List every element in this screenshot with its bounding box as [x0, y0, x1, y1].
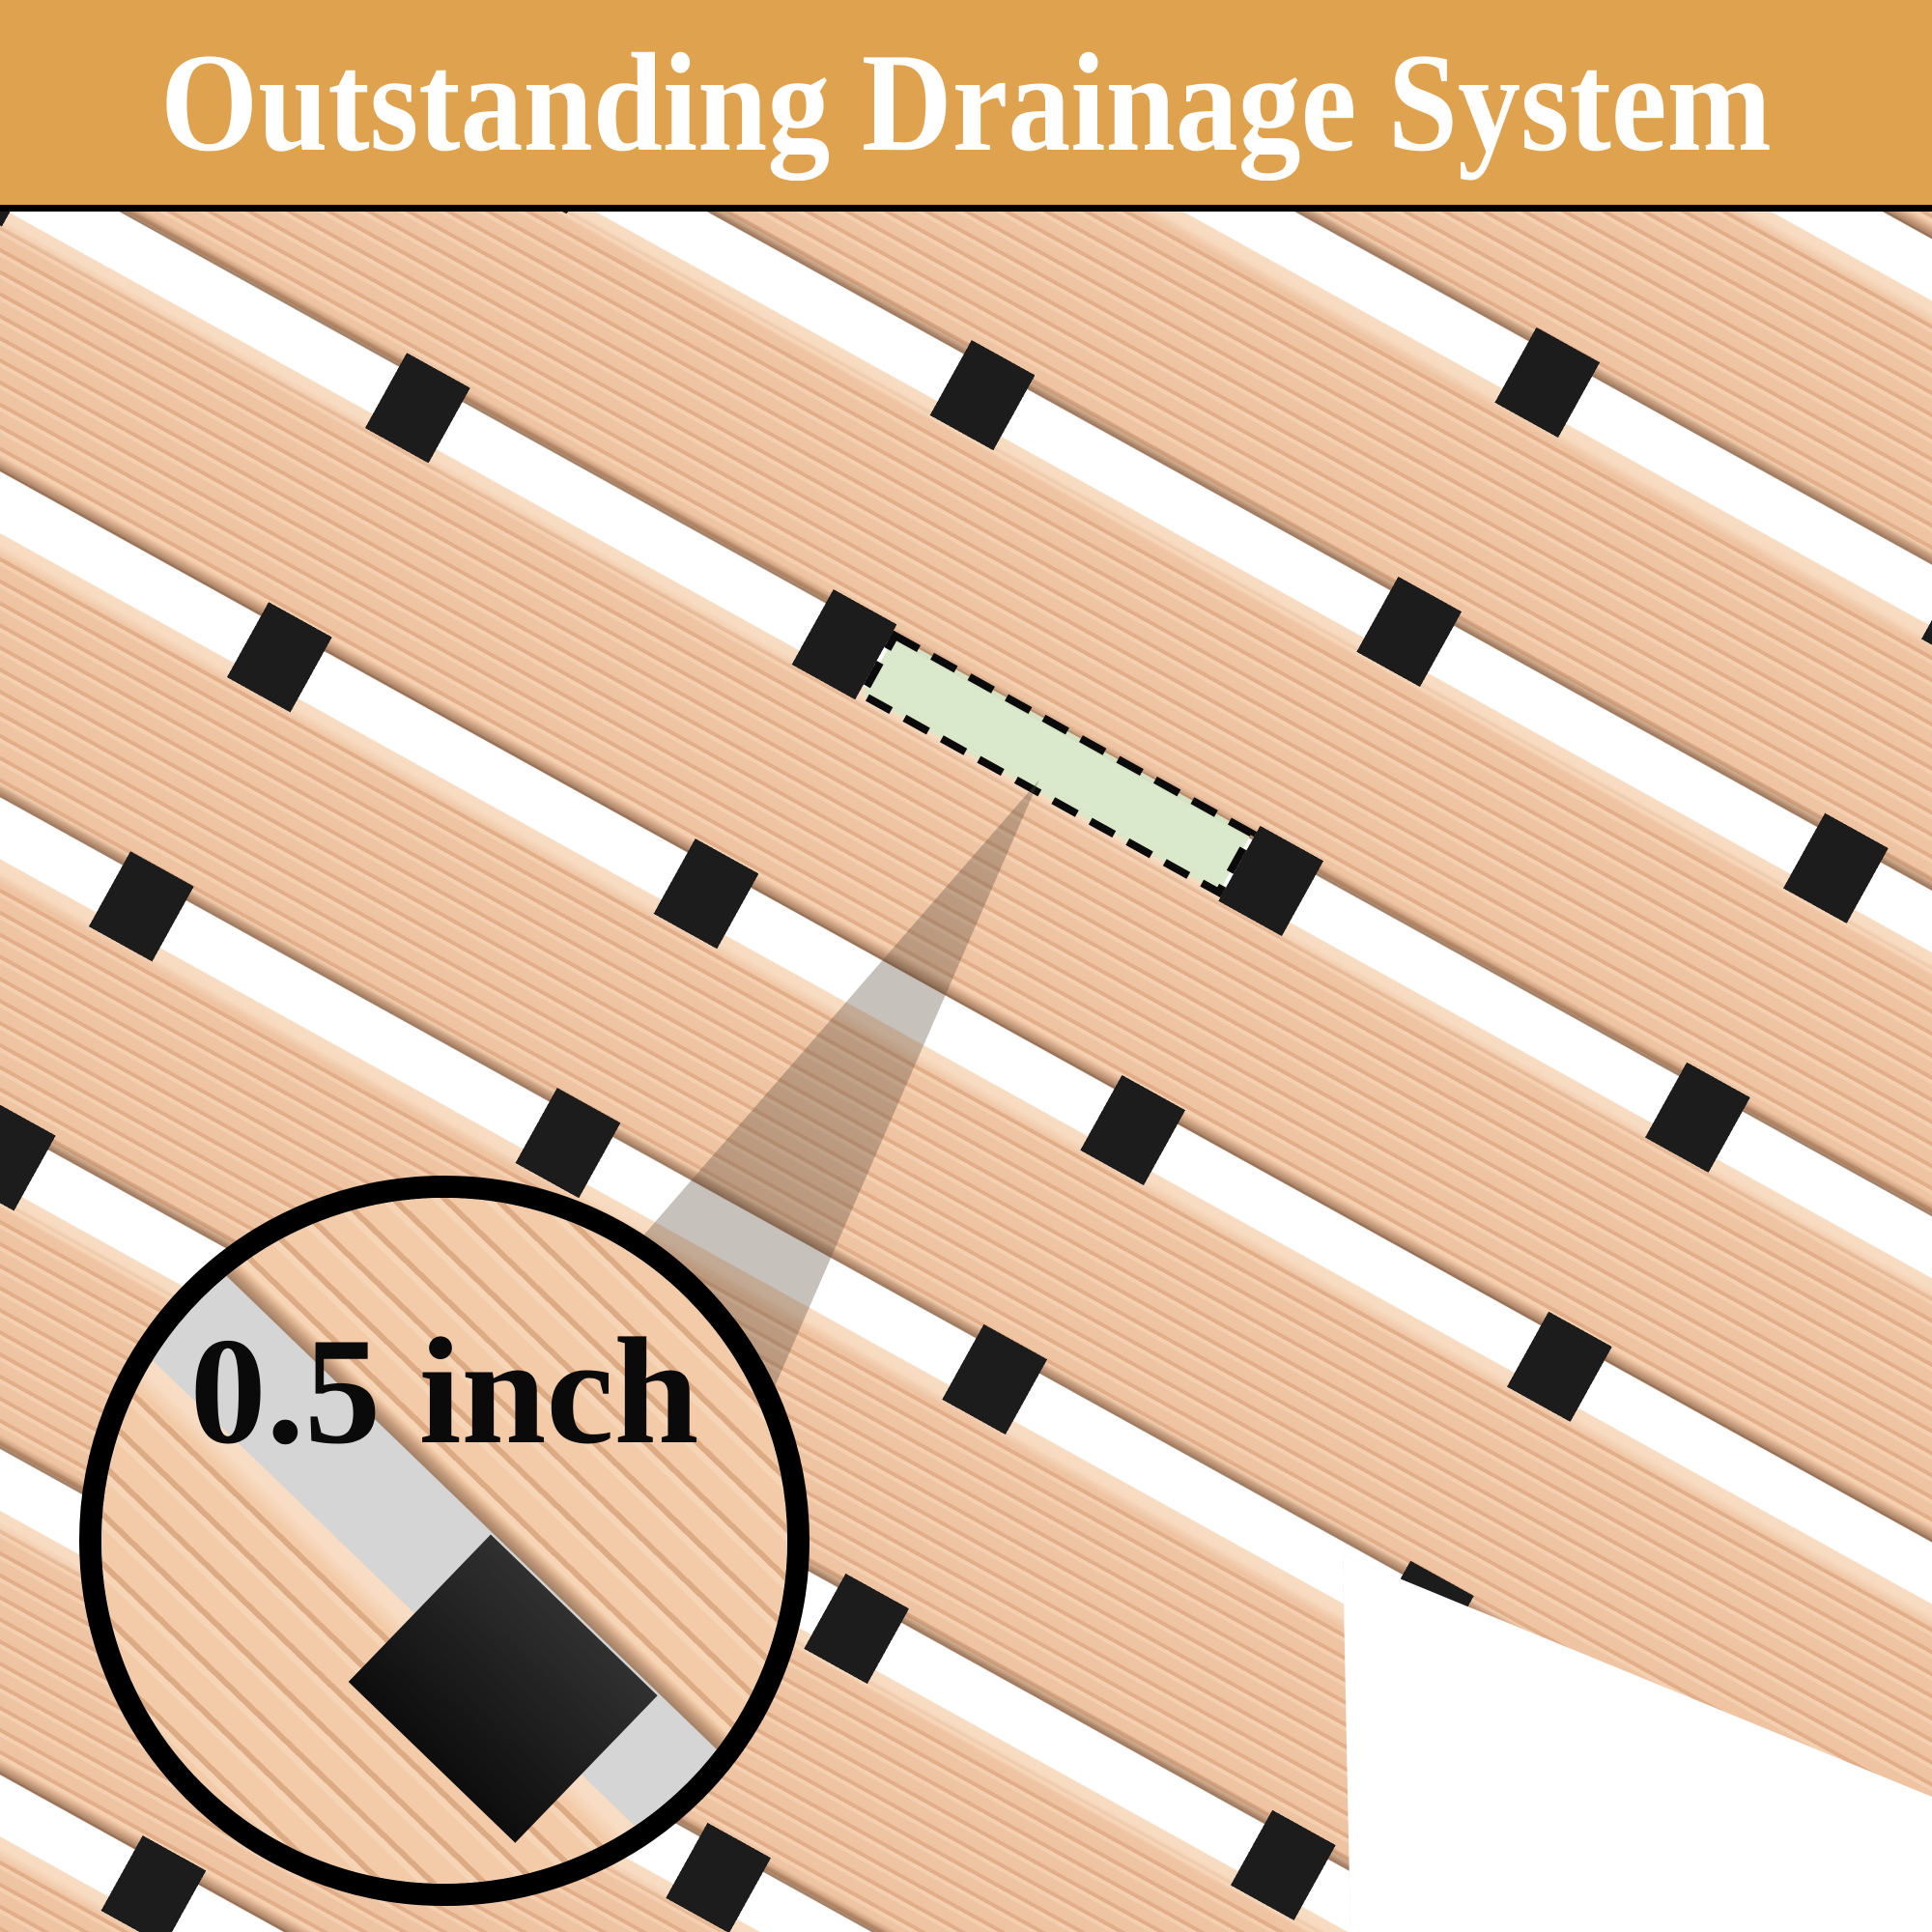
banner: Outstanding Drainage System: [0, 0, 1932, 205]
gap-highlight: [857, 630, 1258, 898]
slat-photo: 0.5 inch: [0, 212, 1932, 1932]
magnified-spacer: [348, 1534, 658, 1843]
banner-title: Outstanding Drainage System: [160, 24, 1772, 181]
slat-mat: [0, 212, 1932, 1932]
slat-pattern: [0, 212, 1932, 1932]
gap-measurement-label: 0.5 inch: [189, 1307, 699, 1476]
magnifier-circle: 0.5 inch: [79, 1176, 810, 1906]
magnified-slats: [101, 1198, 787, 1884]
photo-top-edge: [0, 205, 1932, 212]
